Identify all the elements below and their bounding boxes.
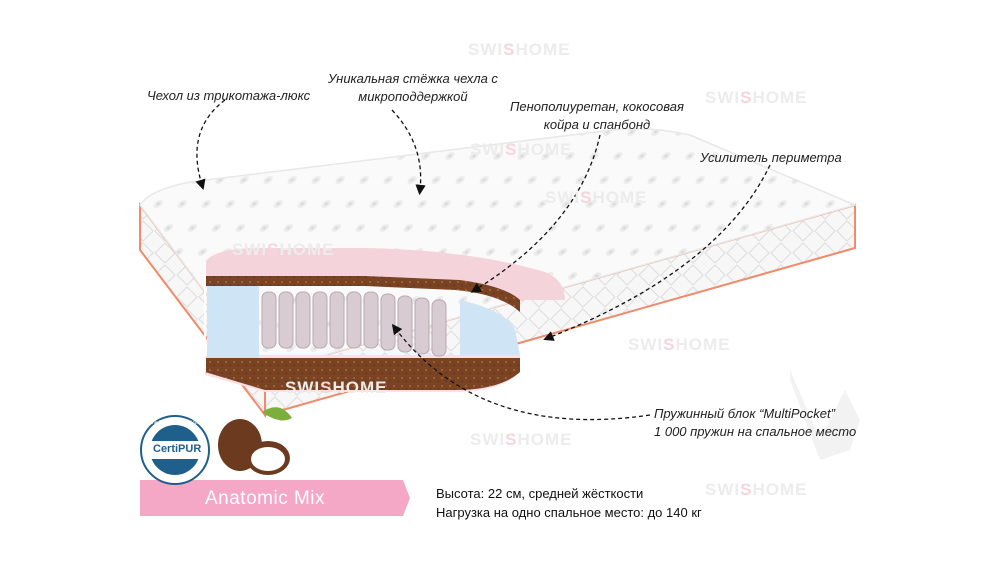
callout-cover: Чехол из трикотажа-люкс: [147, 88, 311, 103]
product-name: Anatomic Mix: [205, 488, 326, 509]
watermark: SWISHOME: [285, 378, 388, 397]
callout-perimeter: Усилитель периметра: [700, 150, 842, 165]
decor-swoosh: [790, 370, 860, 460]
watermark: SWISHOME: [628, 335, 731, 354]
spec-load: Нагрузка на одно спальное место: до 140 …: [436, 505, 702, 520]
watermark: SWISHOME: [468, 40, 571, 59]
certipur-badge-icon: [140, 415, 210, 485]
watermark: SWISHOME: [705, 88, 808, 107]
callout-arrows: [195, 99, 771, 421]
watermark: SWISHOME: [705, 480, 808, 499]
product-specs: Высота: 22 см, средней жёсткости Нагрузк…: [436, 484, 702, 522]
cutaway-layers: [204, 248, 565, 392]
watermark: SWISHOME: [545, 188, 648, 207]
watermark: SWISHOME: [470, 140, 573, 159]
watermark: SWISHOME: [232, 240, 335, 259]
coconut-icon: [218, 407, 292, 475]
spec-height: Высота: 22 см, средней жёсткости: [436, 486, 644, 501]
callout-springs: Пружинный блок “MultiPocket”1 000 пружин…: [654, 406, 857, 439]
product-ribbon: [140, 480, 410, 516]
watermark: SWISHOME: [470, 430, 573, 449]
certipur-label: CertiPUR: [153, 443, 202, 455]
certipur-ring-text: The PU Foam Seal Standard: [149, 420, 201, 426]
